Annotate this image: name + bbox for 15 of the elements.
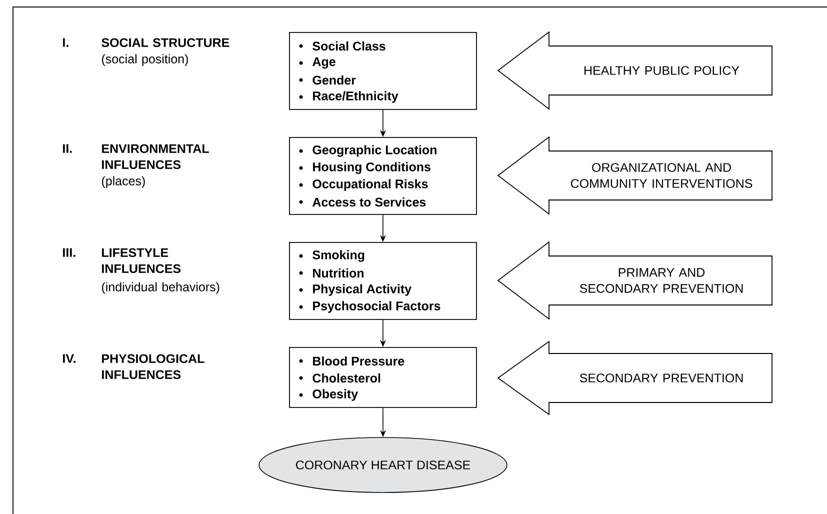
level-heading: PHYSIOLOGICAL INFLUENCES xyxy=(102,354,204,380)
level-description: (places) xyxy=(102,176,145,188)
factor-box: Blood Pressure Cholesterol Obesity xyxy=(289,347,477,408)
level-number: IV. xyxy=(63,354,76,363)
level-heading: LIFESTYLE INFLUENCES xyxy=(102,248,181,274)
level-heading: SOCIAL STRUCTURE xyxy=(102,38,230,48)
factor-box: Smoking Nutrition Physical Activity Psychosocial Factors xyxy=(289,242,477,320)
factor-box: Geographic Location Housing Conditions Occupational Risks Access to Services xyxy=(289,137,477,215)
level-number: III. xyxy=(63,248,76,257)
level-heading: ENVIRONMENTAL INFLUENCES xyxy=(102,144,209,170)
level-description: (individual behaviors) xyxy=(102,282,220,294)
level-number: II. xyxy=(63,144,72,153)
level-description: (social position) xyxy=(102,54,188,66)
level-number: I. xyxy=(63,38,68,47)
factor-box: Social Class Age Gender Race/Ethnicity xyxy=(289,32,477,110)
